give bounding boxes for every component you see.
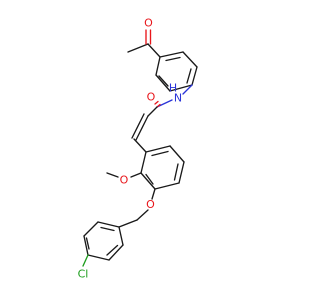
bond-methyl-carbonyl [127, 43, 149, 53]
acetyl-group [127, 29, 161, 58]
bond-nitrogen-carbonyl [156, 99, 173, 108]
atom-label-ether-oxygen: O [146, 198, 155, 211]
atom-label-amide-hydrogen: H [169, 82, 177, 95]
ring1-bond-2 [182, 51, 198, 68]
ring3-bond-1 [118, 226, 124, 246]
ring2-bond-1 [145, 145, 171, 153]
ring2-inner-1 [151, 150, 169, 157]
top-benzene-ring [155, 51, 198, 92]
ring3-inner-3 [100, 226, 115, 232]
ring3-bond-3 [87, 254, 110, 261]
ring1-bond-4 [169, 84, 193, 92]
atom-label-chlorine: Cl [78, 268, 89, 281]
ring2-inner-2 [173, 163, 179, 181]
ring2-bond-5 [140, 172, 156, 190]
ring3-inner-1 [106, 244, 119, 256]
vinyl-linker [131, 113, 149, 153]
atom-label-methoxy-oxygen: O [120, 174, 129, 187]
bond-methoxy-o-methyl [106, 172, 119, 178]
benzyl-ether-linkage [118, 188, 156, 228]
bond-ether-o-ch2 [136, 209, 149, 221]
bond-ch2-ring [118, 219, 138, 228]
ring1-bond-1 [159, 51, 184, 58]
vinyl-to-ring [133, 138, 147, 153]
ring1-inner-3 [158, 75, 169, 87]
methoxy-group [106, 172, 142, 178]
ring3-bond-5 [83, 221, 99, 237]
ring2-bond-6 [140, 151, 147, 174]
ring1-bond-6 [155, 56, 161, 76]
atom-label-ketone-oxygen: O [144, 17, 153, 30]
bond-ring-nitrogen [182, 84, 193, 95]
molecule-structure-drawing: O H N O O O Cl [78, 17, 198, 281]
ring2-bond-3 [178, 161, 185, 184]
atom-label-amide-nitrogen: N [174, 92, 182, 105]
ring3-bond-6 [97, 221, 120, 228]
ring3-bond-4 [83, 235, 89, 256]
ring1-inner-2 [186, 68, 192, 84]
middle-benzene-ring [140, 145, 185, 190]
bottom-benzene-ring [82, 221, 124, 267]
bond-ring-methoxy-o [130, 172, 142, 178]
ring2-inner-3 [145, 173, 154, 185]
bond-ring-chlorine [82, 254, 89, 267]
ring1-bond-3 [191, 66, 198, 86]
amide-linkage [147, 84, 193, 117]
ring2-bond-4 [154, 182, 180, 190]
ring2-bond-2 [169, 145, 185, 163]
vinyl-bond-b [131, 113, 145, 139]
atom-label-amide-oxygen: O [147, 91, 156, 104]
ring3-inner-2 [85, 237, 90, 250]
vinyl-bond-a [135, 115, 149, 141]
ring3-bond-2 [108, 244, 124, 261]
ring1-bond-5 [155, 74, 171, 92]
ring1-inner-1 [165, 56, 181, 62]
bond-amide-double-b [154, 100, 159, 105]
bond-carbonyl-vinyl [147, 106, 158, 117]
bond-ring-ether-o [151, 188, 156, 200]
bond-carbonyl-ring [147, 43, 161, 58]
